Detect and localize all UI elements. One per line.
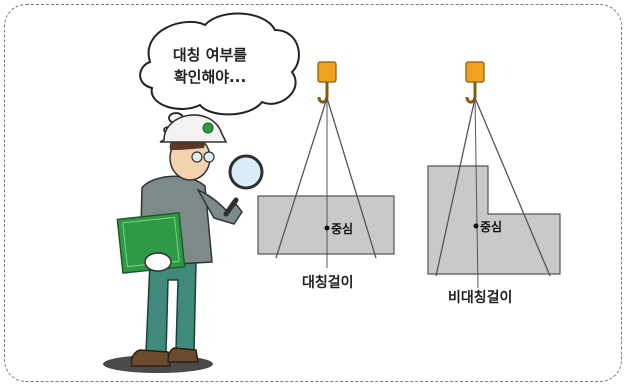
asymmetric-rigging [427, 61, 561, 289]
glove [144, 252, 172, 272]
left-shoe [130, 349, 171, 367]
worker-figure [103, 114, 243, 373]
symmetric-center-dot [324, 225, 330, 231]
symmetric-load [257, 195, 395, 255]
asymmetric-center-dot [473, 223, 479, 229]
asymmetric-caption: 비대칭걸이 [448, 290, 513, 306]
bubble-line-1: 대칭 여부를 [172, 46, 248, 64]
thought-bubble-text: 대칭 여부를 확인해야... [150, 44, 270, 88]
symmetric-caption: 대칭걸이 [302, 275, 354, 291]
magnifying-glass-icon [223, 154, 264, 217]
crane-hook-icon [465, 61, 485, 104]
asymmetric-load [427, 165, 561, 275]
asymmetric-center-label: 중심 [480, 220, 503, 234]
symmetric-center-label: 중심 [331, 222, 354, 236]
crane-hook-icon [317, 61, 337, 104]
helmet-icon [159, 114, 228, 143]
pants [145, 261, 197, 355]
right-shoe [167, 347, 199, 363]
bubble-line-2: 확인해야... [173, 68, 247, 86]
symmetric-rigging [257, 61, 395, 268]
dashed-frame [4, 4, 622, 382]
